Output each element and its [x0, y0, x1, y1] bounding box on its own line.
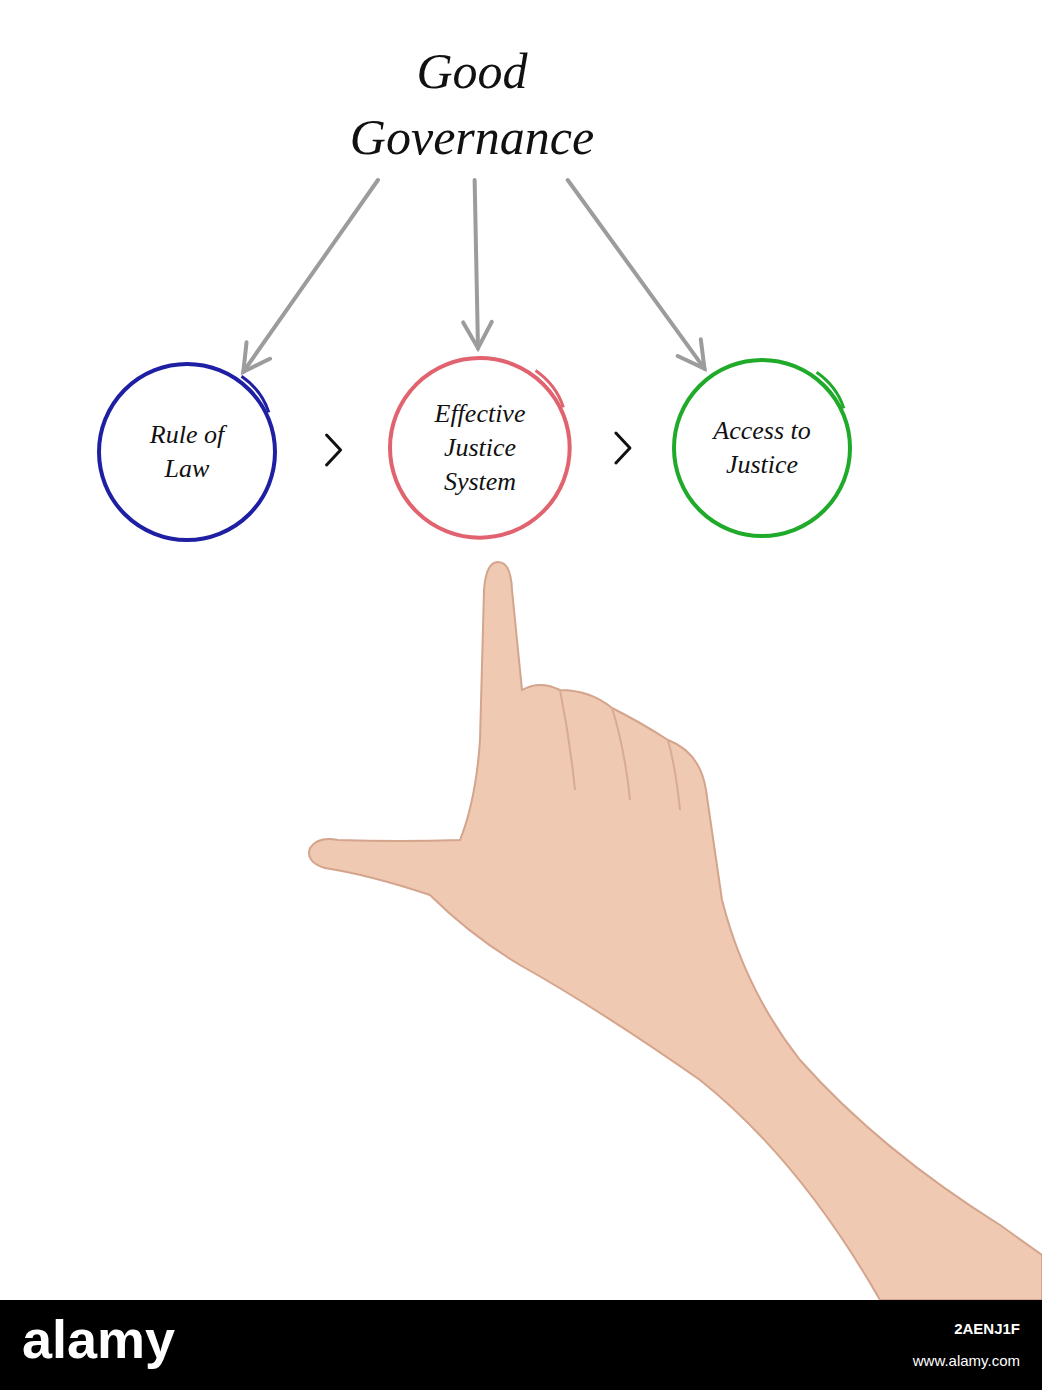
circle-label: Effective Justice System — [416, 397, 544, 499]
circle-outline — [670, 356, 854, 540]
connector — [243, 180, 378, 372]
finger-crease — [560, 690, 680, 810]
concept-circle: Rule of Law — [95, 360, 279, 544]
image-id: 2AENJ1F — [954, 1320, 1020, 1337]
circle-label: Rule of Law — [137, 418, 237, 486]
pointing-hand — [309, 562, 1042, 1300]
watermark-logo: alamy — [22, 1308, 175, 1370]
concept-circle: Effective Justice System — [386, 354, 574, 542]
concept-circle: Access to Justice — [670, 356, 854, 540]
connector — [327, 435, 341, 465]
connector — [463, 180, 492, 348]
title-node: Good Governance — [307, 38, 637, 170]
connector — [616, 433, 630, 463]
image-id: www.alamy.com — [913, 1352, 1020, 1369]
circle-label: Access to Justice — [698, 414, 826, 482]
title-text: Good Governance — [307, 38, 637, 170]
connector — [568, 180, 705, 369]
footer-bar — [0, 1300, 1042, 1390]
circle-outline — [95, 360, 279, 544]
